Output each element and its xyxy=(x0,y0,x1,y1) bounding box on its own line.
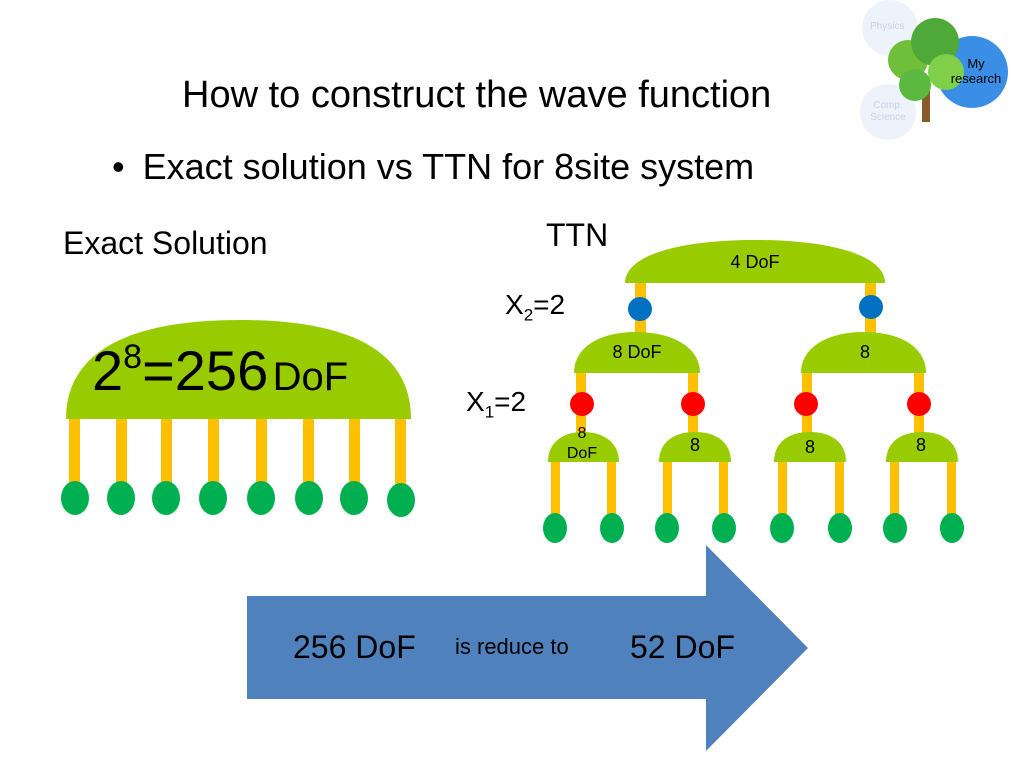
logo-graphic xyxy=(860,0,1008,140)
ttn-stem xyxy=(607,460,616,520)
ttn-stem xyxy=(835,460,844,520)
ttn-stem xyxy=(551,460,560,520)
reduction-arrow xyxy=(247,545,808,751)
x1-bond-node xyxy=(570,392,594,416)
site-node xyxy=(712,513,736,543)
site-node xyxy=(940,513,964,543)
ttn-stem xyxy=(719,460,728,520)
ttn-stem xyxy=(890,460,899,520)
ttn-leaf-dome xyxy=(774,432,846,462)
x1-bond-node xyxy=(907,392,931,416)
ttn-stem xyxy=(663,460,672,520)
x2-bond-node xyxy=(859,295,883,319)
x1-bond-node xyxy=(794,392,818,416)
exact-dof-number: 28=256 xyxy=(92,338,269,402)
site-node xyxy=(655,513,679,543)
exact-sites xyxy=(61,481,415,517)
x1-label: X1=2 xyxy=(466,386,527,422)
site-node xyxy=(543,513,567,543)
exact-dof-unit: DoF xyxy=(272,355,349,399)
site-node xyxy=(295,481,323,515)
ttn-leaf-dome xyxy=(886,432,958,462)
ttn-mid-left-label: 8 DoF xyxy=(612,342,662,362)
tree-foliage xyxy=(911,18,959,66)
bullet-marker: • xyxy=(112,146,125,187)
x2-label: X2=2 xyxy=(505,289,566,325)
ttn-leaf-label-2: 8 xyxy=(689,435,700,455)
ttn-top-node-label: 4 DoF xyxy=(730,252,780,272)
arrow-left-text: 256 DoF xyxy=(293,629,416,665)
arrow-middle-text: is reduce to xyxy=(455,634,569,659)
ttn-stem xyxy=(778,460,787,520)
tree-trunk xyxy=(922,80,930,122)
site-node xyxy=(340,481,368,515)
ttn-leaf-dome xyxy=(548,432,619,462)
logo-faint-circle-bottom xyxy=(860,84,916,140)
exact-solution-diagram xyxy=(61,320,415,517)
site-node xyxy=(387,483,415,517)
slide-title: How to construct the wave function xyxy=(182,74,772,116)
exact-dome xyxy=(66,320,411,419)
exact-stems xyxy=(69,415,406,495)
ttn-stem xyxy=(947,460,956,520)
ttn-leaf-label-4: 8 xyxy=(915,435,926,455)
tree-foliage xyxy=(899,69,931,101)
ttn-top-dome xyxy=(625,240,885,283)
site-node xyxy=(600,513,624,543)
site-node xyxy=(770,513,794,543)
logo-faint-top: Physics xyxy=(870,21,905,32)
bullet-text: Exact solution vs TTN for 8site system xyxy=(142,146,755,187)
ttn-diagram xyxy=(543,240,964,543)
site-node xyxy=(199,481,227,515)
ttn-leaf-dome xyxy=(659,432,731,462)
tree-foliage xyxy=(928,54,964,90)
x2-bond-node xyxy=(628,297,652,321)
exact-dof-value: 28=256 DoF xyxy=(92,338,348,403)
site-node xyxy=(61,481,89,515)
ttn-label: TTN xyxy=(546,217,609,253)
logo-faint-bottom: Comp. Science xyxy=(870,100,906,123)
site-node xyxy=(152,481,180,515)
logo-my-research: My research xyxy=(950,56,1002,86)
ttn-leaf-label-3: 8 xyxy=(804,437,815,457)
x1-bond-node xyxy=(681,392,705,416)
ttn-mid-dome-right xyxy=(801,332,926,373)
ttn-mid-dome-left xyxy=(574,332,700,373)
site-node xyxy=(828,513,852,543)
bullet-item: • Exact solution vs TTN for 8site system xyxy=(112,146,754,188)
ttn-mid-right-label: 8 xyxy=(859,342,870,362)
site-node xyxy=(107,481,135,515)
arrow-right-text: 52 DoF xyxy=(630,629,735,665)
site-node xyxy=(883,513,907,543)
site-node xyxy=(247,481,275,515)
exact-solution-label: Exact Solution xyxy=(63,225,268,261)
